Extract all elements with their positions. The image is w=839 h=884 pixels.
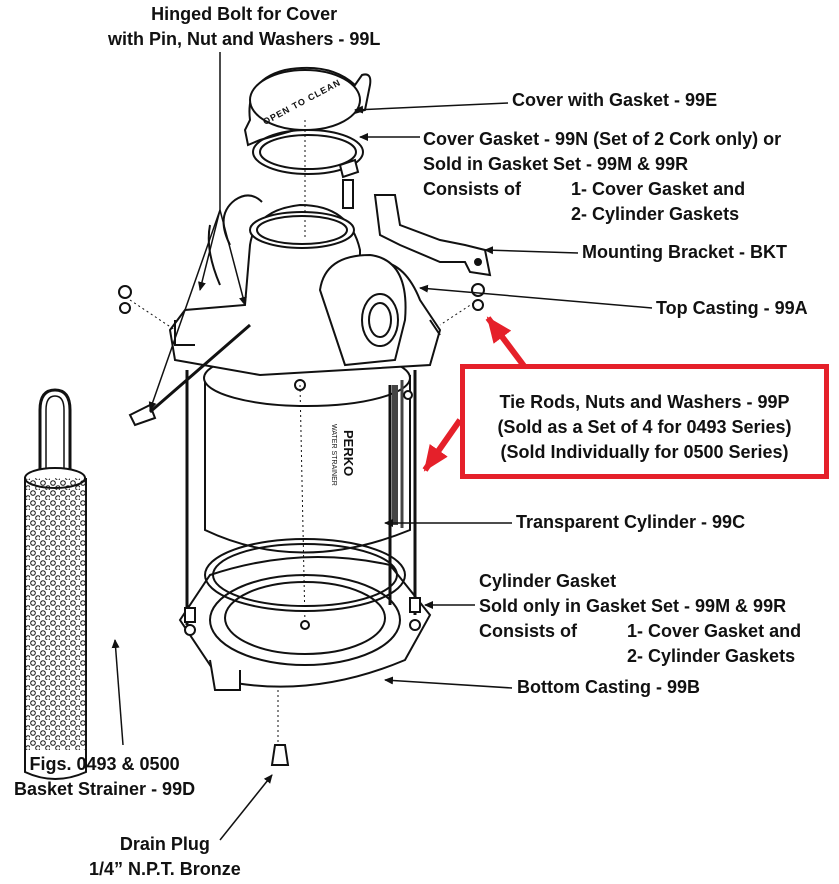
consists-prefix: Consists of: [423, 179, 522, 199]
assembly-axis-lines: [129, 120, 479, 745]
label-cover-gasket-line-1: Cover Gasket - 99N (Set of 2 Cork only) …: [423, 129, 782, 149]
leader-lines: [111, 52, 653, 841]
mounting-bracket: [373, 194, 492, 277]
tie-rods-callout-box: Tie Rods, Nuts and Washers - 99P (Sold a…: [460, 364, 829, 479]
label-hinged-bolt-line-1: Hinged Bolt for Cover: [151, 4, 338, 24]
cylinder-consists-prefix: Consists of: [479, 621, 578, 641]
cylinder-consists-item-2: 2- Cylinder Gaskets: [627, 646, 796, 666]
label-bottom-casting: Bottom Casting - 99B: [517, 677, 701, 697]
label-mounting-bracket: Mounting Bracket - BKT: [582, 242, 787, 262]
label-cover-gasket-consists: Consists of 1- Cover Gasket and: [423, 177, 781, 202]
label-cover-gasket: Cover Gasket - 99N (Set of 2 Cork only) …: [423, 127, 781, 227]
cylinder-brand: PERKO: [341, 430, 356, 476]
hinged-bolt: [118, 285, 251, 427]
label-basket-line-2: Basket Strainer - 99D: [14, 779, 196, 799]
label-drain-plug: Drain Plug 1/4” N.P.T. Bronze: [89, 832, 241, 882]
label-cylinder-gasket: Cylinder Gasket Sold only in Gasket Set …: [479, 569, 801, 669]
top-casting: [168, 194, 442, 630]
label-cylinder-gasket-consists-2: 2- Cylinder Gaskets: [479, 644, 801, 669]
label-tie-rods-line-2: (Sold as a Set of 4 for 0493 Series): [497, 417, 792, 437]
label-tie-rods: Tie Rods, Nuts and Washers - 99P (Sold a…: [465, 369, 824, 465]
label-cylinder-gasket-line-2: Sold only in Gasket Set - 99M & 99R: [479, 596, 787, 616]
basket-strainer: [24, 388, 87, 780]
label-basket-line-1: Figs. 0493 & 0500: [29, 754, 180, 774]
label-cover-gasket-line-2: Sold in Gasket Set - 99M & 99R: [423, 154, 689, 174]
consists-item-2: 2- Cylinder Gaskets: [571, 204, 740, 224]
consists-item-1: 1- Cover Gasket and: [571, 179, 746, 199]
label-cylinder-gasket-line-1: Cylinder Gasket: [479, 571, 617, 591]
cylinder-consists-item-1: 1- Cover Gasket and: [627, 621, 802, 641]
label-drain-plug-line-2: 1/4” N.P.T. Bronze: [89, 859, 241, 879]
label-hinged-bolt-line-2: with Pin, Nut and Washers - 99L: [108, 29, 381, 49]
label-tie-rods-line-3: (Sold Individually for 0500 Series): [500, 442, 789, 462]
cylinder-model: WATER STRAINER: [330, 424, 337, 486]
label-basket-strainer: Figs. 0493 & 0500 Basket Strainer - 99D: [14, 752, 195, 802]
label-cylinder-gasket-consists: Consists of 1- Cover Gasket and: [479, 619, 801, 644]
label-drain-plug-line-1: Drain Plug: [119, 834, 210, 854]
label-cover: Cover with Gasket - 99E: [512, 90, 718, 110]
label-top-casting: Top Casting - 99A: [656, 298, 808, 318]
cover-and-gasket: [243, 66, 372, 209]
label-transparent-cylinder: Transparent Cylinder - 99C: [516, 512, 746, 532]
label-hinged-bolt: Hinged Bolt for Cover with Pin, Nut and …: [108, 2, 380, 52]
bottom-casting: [178, 556, 432, 766]
label-tie-rods-line-1: Tie Rods, Nuts and Washers - 99P: [499, 392, 790, 412]
label-cover-gasket-consists-2: 2- Cylinder Gaskets: [423, 202, 781, 227]
